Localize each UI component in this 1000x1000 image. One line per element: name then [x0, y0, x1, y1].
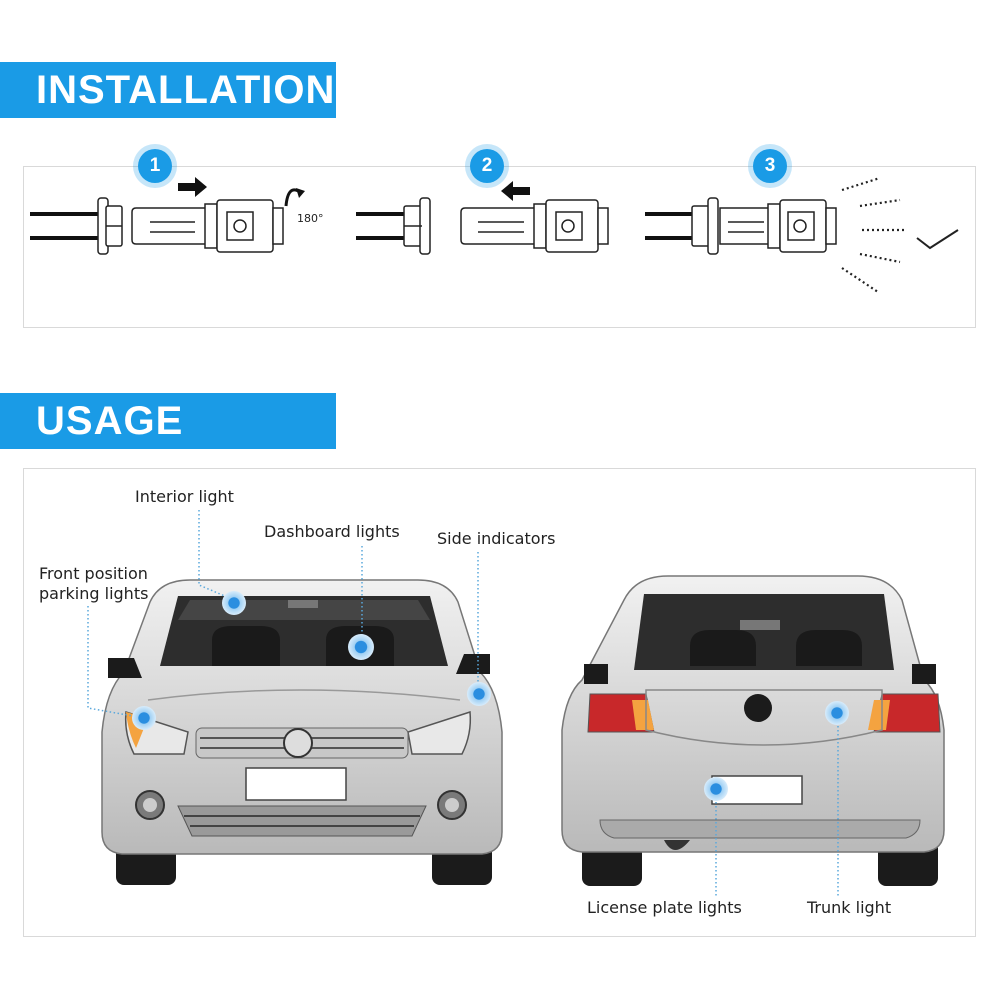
label-license-plate-lights: License plate lights: [587, 898, 742, 917]
marker-trunk: [825, 701, 849, 725]
arrow-left-icon: [501, 181, 530, 201]
step-3-badge: 3: [753, 149, 787, 183]
marker-interior: [222, 591, 246, 615]
usage-banner: USAGE: [0, 393, 336, 449]
label-interior-light: Interior light: [135, 487, 234, 506]
arrow-right-icon: [178, 177, 207, 197]
light-rays-icon: [841, 176, 904, 293]
step-2-badge: 2: [470, 149, 504, 183]
label-side-indicators: Side indicators: [437, 529, 556, 548]
marker-dashboard: [348, 634, 374, 660]
marker-license: [704, 777, 728, 801]
installation-title: INSTALLATION: [36, 67, 336, 112]
installation-banner: INSTALLATION: [0, 62, 336, 118]
label-dashboard-lights: Dashboard lights: [264, 522, 400, 541]
label-front-position-parking-lights: Front position parking lights: [39, 564, 149, 603]
rotation-degrees: 180°: [297, 212, 324, 225]
marker-side: [467, 682, 491, 706]
usage-title: USAGE: [36, 398, 184, 443]
label-trunk-light: Trunk light: [807, 898, 892, 917]
checkmark-icon: [916, 229, 959, 250]
step-1-badge: 1: [138, 149, 172, 183]
marker-front: [132, 706, 156, 730]
